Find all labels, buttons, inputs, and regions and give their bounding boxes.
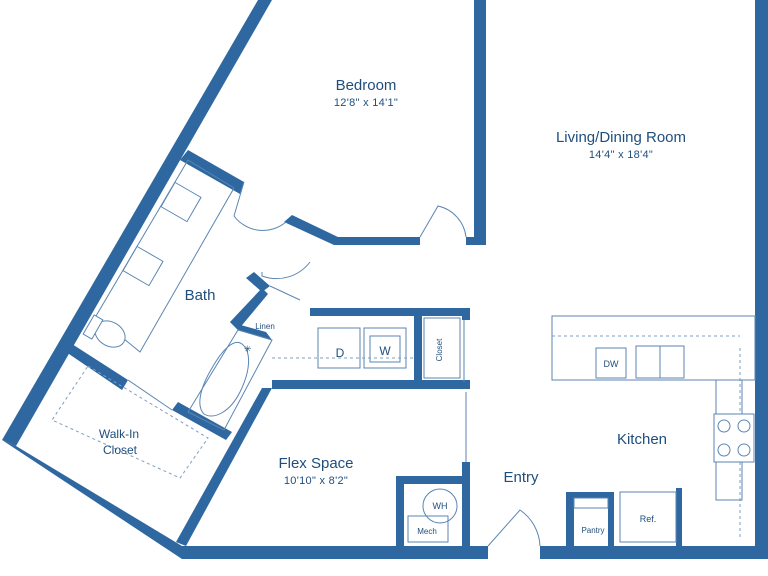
west-diagonal-wall	[2, 0, 272, 446]
burner-1-icon	[717, 419, 731, 433]
bedroom-south-wall	[334, 237, 420, 245]
laundry-closet-wall	[414, 308, 422, 388]
east-wall	[755, 0, 768, 559]
tub-basin	[199, 342, 249, 417]
bathtub-icon	[187, 329, 273, 431]
closet-shelf	[423, 317, 461, 379]
interior-walls	[66, 0, 682, 548]
linen-outer-wall	[246, 272, 270, 292]
faucet-icon: ✳	[244, 344, 252, 354]
kitchen-counter	[551, 315, 756, 381]
burner-4-icon	[737, 443, 751, 457]
bath-north-wall	[180, 150, 244, 194]
washer-lid-icon	[369, 335, 401, 363]
closet-east-wall	[462, 308, 470, 320]
walkin-shelving	[51, 365, 209, 479]
water-heater-label: WH	[433, 501, 448, 511]
dryer-label: D	[336, 346, 345, 360]
linen-door	[269, 285, 301, 301]
mech-fixtures	[407, 488, 458, 543]
water-heater-icon	[422, 488, 458, 524]
fixture-labels: Linen D W Closet DW WH Mech Pantry Ref.	[255, 322, 656, 536]
bath-fixtures: ✳	[82, 159, 273, 431]
walkin-label-line1: Walk-In	[99, 427, 139, 441]
washer-label: W	[379, 344, 391, 358]
bedroom-south-wall-stub	[466, 237, 486, 245]
bedroom-living-door	[419, 205, 467, 238]
closet-label: Closet	[435, 338, 444, 361]
laundry-north-wall	[310, 308, 470, 316]
linen-label: Linen	[255, 322, 275, 331]
bedroom-door	[233, 181, 287, 231]
tub-west-wall	[230, 322, 272, 340]
bath-closet-wall	[66, 344, 128, 390]
bath-door	[261, 261, 311, 280]
dishwasher-label: DW	[604, 359, 619, 369]
south-wall-west	[182, 546, 488, 559]
linen-west-wall	[230, 288, 268, 330]
walkin-closet-door	[127, 379, 173, 411]
refrigerator-icon	[619, 491, 677, 543]
dishwasher-icon	[595, 347, 627, 379]
entry-label: Entry	[503, 469, 539, 486]
mech-north-wall	[396, 476, 470, 484]
burner-2-icon	[737, 419, 751, 433]
walkin-label-line2: Closet	[103, 443, 138, 457]
living-dims: 14'4" x 18'4"	[589, 149, 653, 161]
living-label: Living/Dining Room	[556, 129, 686, 146]
bedroom-bath-diagonal-wall	[284, 215, 340, 245]
toilet-tank-icon	[82, 314, 104, 340]
laundry-fixtures	[272, 317, 461, 379]
dryer-icon	[317, 327, 361, 369]
pantry-west-wall	[566, 492, 574, 548]
bedroom-living-wall	[474, 0, 486, 245]
closet-south-wall	[172, 402, 232, 440]
sink-2-icon	[122, 245, 164, 287]
mech-label: Mech	[417, 527, 437, 536]
room-labels: Bedroom 12'8" x 14'1" Living/Dining Room…	[99, 77, 686, 487]
south-wall-east	[540, 546, 768, 559]
doors	[127, 181, 541, 547]
entry-west-wall-upper	[462, 462, 470, 488]
kitchen-fixtures	[551, 315, 756, 543]
pantry-shelf-icon	[573, 497, 609, 509]
mech-east-wall	[462, 476, 470, 548]
mech-unit-icon	[407, 515, 449, 543]
mech-west-wall	[396, 476, 404, 548]
pantry-north-wall	[566, 492, 612, 498]
flex-label: Flex Space	[278, 455, 353, 472]
walkin-closet-fixtures	[51, 365, 209, 479]
flex-west-diagonal-wall	[176, 388, 272, 546]
flex-dims: 10'10" x 8'2"	[284, 475, 348, 487]
range-icon	[713, 413, 755, 463]
entry-door	[487, 509, 541, 547]
ref-east-wall	[676, 488, 682, 548]
southwest-wall	[2, 440, 182, 559]
pantry-label: Pantry	[581, 526, 604, 535]
sink-1-icon	[160, 181, 202, 223]
washer-icon	[363, 327, 407, 369]
kitchen-label: Kitchen	[617, 431, 667, 448]
bath-label: Bath	[185, 287, 216, 304]
burner-3-icon	[717, 443, 731, 457]
laundry-south-wall	[272, 380, 470, 389]
exterior-walls	[2, 0, 768, 559]
bedroom-dims: 12'8" x 14'1"	[334, 97, 398, 109]
refrigerator-label: Ref.	[640, 514, 657, 524]
pantry-east-wall	[608, 492, 614, 548]
bedroom-label: Bedroom	[336, 77, 397, 94]
